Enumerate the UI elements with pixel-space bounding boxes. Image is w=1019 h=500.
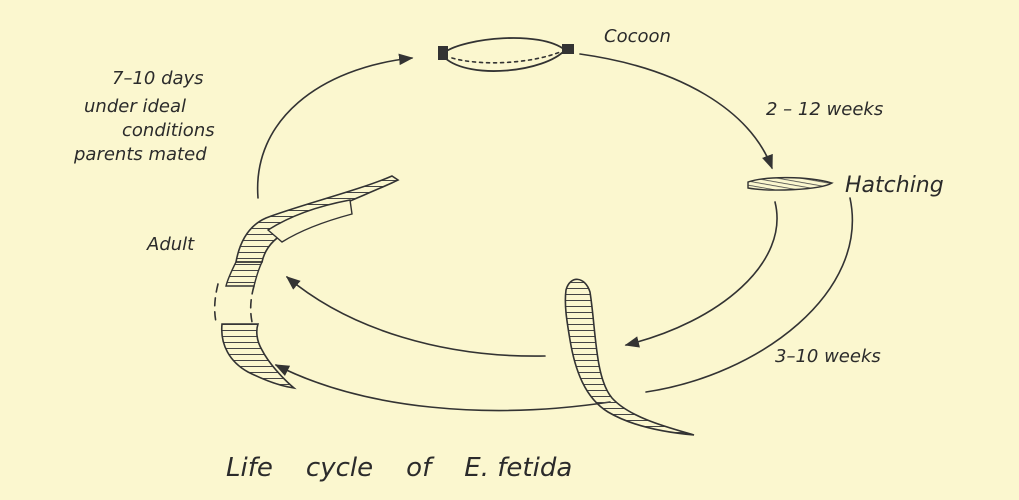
diagram-title: Life cycle of E. fetida xyxy=(226,453,572,483)
label-adult: Adult xyxy=(146,234,195,255)
label-cocoon-to-hatching: 2 – 12 weeks xyxy=(766,99,883,120)
label-hatching-to-adult: 3–10 weeks xyxy=(775,346,881,367)
label-cocoon: Cocoon xyxy=(604,26,671,47)
adult-to-cocoon-line-3: conditions xyxy=(122,120,215,141)
adult-to-cocoon-line-1: 7–10 days xyxy=(112,68,204,89)
adult-to-cocoon-line-2: under ideal xyxy=(84,96,186,117)
adult-to-cocoon-line-4: parents mated xyxy=(73,144,207,165)
label-hatching: Hatching xyxy=(845,173,944,198)
